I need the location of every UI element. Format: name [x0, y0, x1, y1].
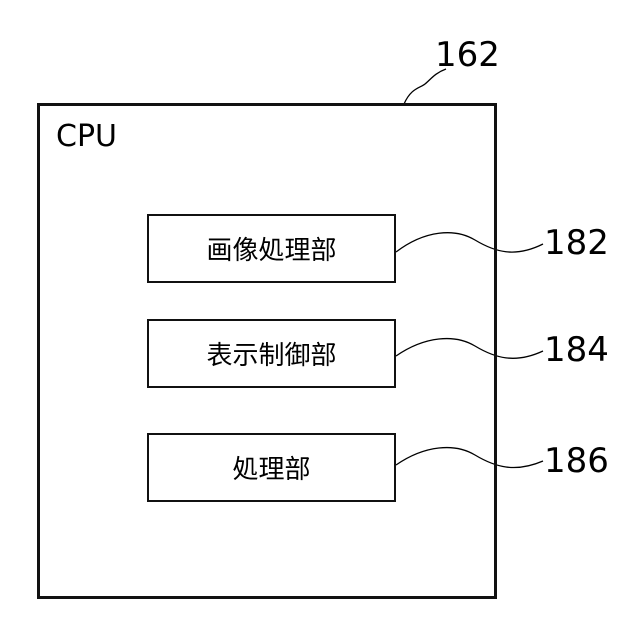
ref-label-162: 162	[435, 36, 500, 74]
block-image-processing: 画像処理部	[147, 214, 396, 283]
cpu-title: CPU	[56, 120, 117, 154]
ref-label-186: 186	[544, 442, 609, 480]
block-display-control: 表示制御部	[147, 319, 396, 388]
ref-label-182: 182	[544, 224, 609, 262]
block-processing: 処理部	[147, 433, 396, 502]
ref-label-184: 184	[544, 331, 609, 369]
